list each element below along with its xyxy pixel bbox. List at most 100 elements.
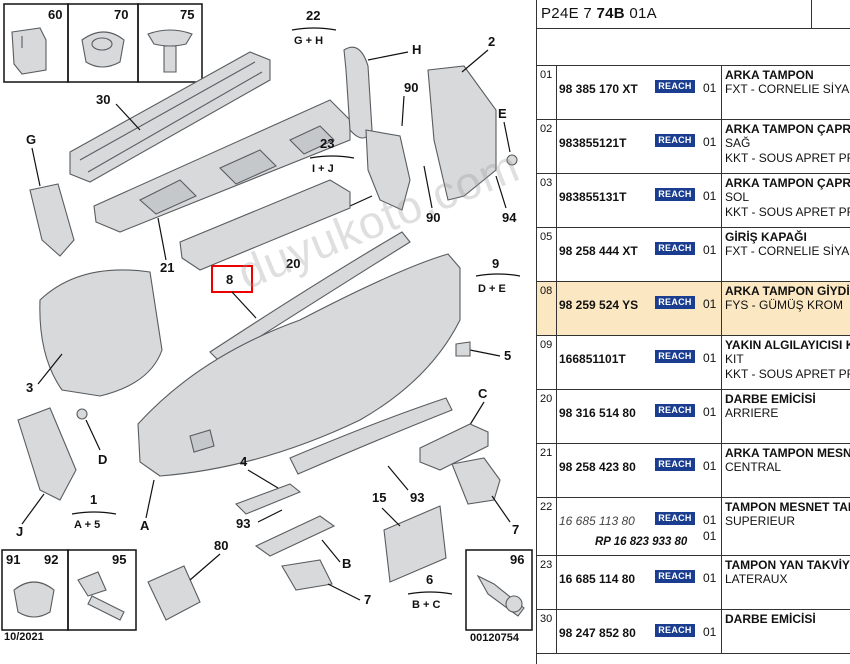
row-index: 09: [537, 336, 557, 389]
callout-J[interactable]: J: [16, 524, 23, 539]
part-number: 983855121T: [559, 136, 627, 150]
callout-23[interactable]: 23: [320, 136, 334, 151]
part-detail: CENTRAL: [725, 460, 782, 474]
callout-30[interactable]: 30: [96, 92, 110, 107]
callout-B[interactable]: B: [342, 556, 351, 571]
part-title: ARKA TAMPON MESNET: [725, 446, 850, 460]
row-index: 30: [537, 610, 557, 653]
reach-badge: REACH: [655, 350, 695, 363]
callout-94[interactable]: 94: [502, 210, 517, 225]
callout-G[interactable]: G: [26, 132, 36, 147]
callout-9[interactable]: 9: [492, 256, 499, 271]
callout-H[interactable]: H: [412, 42, 421, 57]
quantity: 01: [703, 135, 717, 149]
callout-1[interactable]: 1: [90, 492, 97, 507]
callout-7b[interactable]: 7: [364, 592, 371, 607]
callout-5[interactable]: 5: [504, 348, 511, 363]
reach-badge: REACH: [655, 512, 695, 525]
callout-80[interactable]: 80: [214, 538, 228, 553]
callout-96[interactable]: 96: [510, 552, 524, 567]
callout-21[interactable]: 21: [160, 260, 174, 275]
callout-70[interactable]: 70: [114, 7, 128, 22]
part-title: TAMPON MESNET TAKVİYESİ: [725, 500, 850, 514]
diagram-ref: 00120754: [470, 632, 520, 644]
part-description: TAMPON MESNET TAKVİYESİSUPERIEUR: [721, 498, 850, 555]
callout-90a[interactable]: 90: [404, 80, 418, 95]
callout-20[interactable]: 20: [286, 256, 300, 271]
cover-2-shape: [427, 65, 497, 201]
nut-70-hole: [91, 37, 113, 51]
callout-4[interactable]: 4: [240, 454, 248, 469]
panel-3-shape: [39, 269, 163, 397]
bracket-g-shape: [29, 183, 75, 257]
part-detail: LATERAUX: [725, 572, 788, 586]
bracket-b-shape: [254, 515, 336, 557]
part-description: YAKIN ALGILAYICISI KABLOKITKKT - SOUS AP…: [721, 336, 850, 389]
callout-15[interactable]: 15: [372, 490, 386, 505]
part-detail: FXT - CORNELIE SİYAH: [725, 82, 850, 96]
bracket-c-shape: [419, 423, 489, 471]
row-index: 02: [537, 120, 557, 173]
callout-E[interactable]: E: [498, 106, 507, 121]
callout-9-sub: D + E: [478, 283, 506, 295]
callout-7a[interactable]: 7: [512, 522, 519, 537]
callout-6[interactable]: 6: [426, 572, 433, 587]
callout-92[interactable]: 92: [44, 552, 58, 567]
part-number: 98 258 423 80: [559, 460, 636, 474]
callout-93a[interactable]: 93: [236, 516, 250, 531]
part-detail-2: KKT - SOUS APRET PRIMAIRE: [725, 205, 850, 219]
reach-badge: REACH: [655, 404, 695, 417]
callout-93b[interactable]: 93: [410, 490, 424, 505]
part-number: 983855131T: [559, 190, 627, 204]
callout-91[interactable]: 91: [6, 552, 20, 567]
reach-badge: REACH: [655, 80, 695, 93]
catalog-header-blank: [537, 29, 850, 66]
callout-95[interactable]: 95: [112, 552, 126, 567]
reach-badge: REACH: [655, 134, 695, 147]
callout-C[interactable]: C: [478, 386, 488, 401]
callout-D[interactable]: D: [98, 452, 107, 467]
row-index: 08: [537, 282, 557, 335]
catalog-header: P24E 7 74B 01A: [537, 0, 850, 29]
callout-60[interactable]: 60: [48, 7, 62, 22]
part-title: ARKA TAMPON: [725, 68, 814, 82]
callout-75[interactable]: 75: [180, 7, 194, 22]
callout-A[interactable]: A: [140, 518, 150, 533]
part-title: GİRİŞ KAPAĞI: [725, 230, 807, 244]
row-index: 20: [537, 390, 557, 443]
part-description: DARBE EMİCİSİ: [721, 610, 850, 653]
quantity: 01: [703, 571, 717, 585]
callout-23-sub: I + J: [312, 163, 334, 175]
callout-3[interactable]: 3: [26, 380, 33, 395]
part-detail: FXT - CORNELIE SİYAH: [725, 244, 850, 258]
part-detail: SOL: [725, 190, 750, 204]
callout-22[interactable]: 22: [306, 8, 320, 23]
callout-90b[interactable]: 90: [426, 210, 440, 225]
reach-badge: REACH: [655, 570, 695, 583]
plate-15-shape: [383, 505, 447, 583]
callout-8[interactable]: 8: [226, 272, 233, 287]
diagram-svg: 60 70 75 30 21 22 G + H H 2 90 E 23 I + …: [1, 3, 533, 644]
diagram-date: 10/2021: [4, 631, 44, 643]
bracket-h-shape: [343, 46, 373, 139]
rivet-75-shape: [147, 29, 193, 73]
part-description: ARKA TAMPON ÇAPRAZSOLKKT - SOUS APRET PR…: [721, 174, 850, 227]
replacement-part-number: RP 16 823 933 80: [595, 536, 688, 548]
part-number: 98 259 524 YS: [559, 298, 639, 312]
callout-2[interactable]: 2: [488, 34, 495, 49]
part-description: ARKA TAMPON ÇAPRAZSAĞKKT - SOUS APRET PR…: [721, 120, 850, 173]
